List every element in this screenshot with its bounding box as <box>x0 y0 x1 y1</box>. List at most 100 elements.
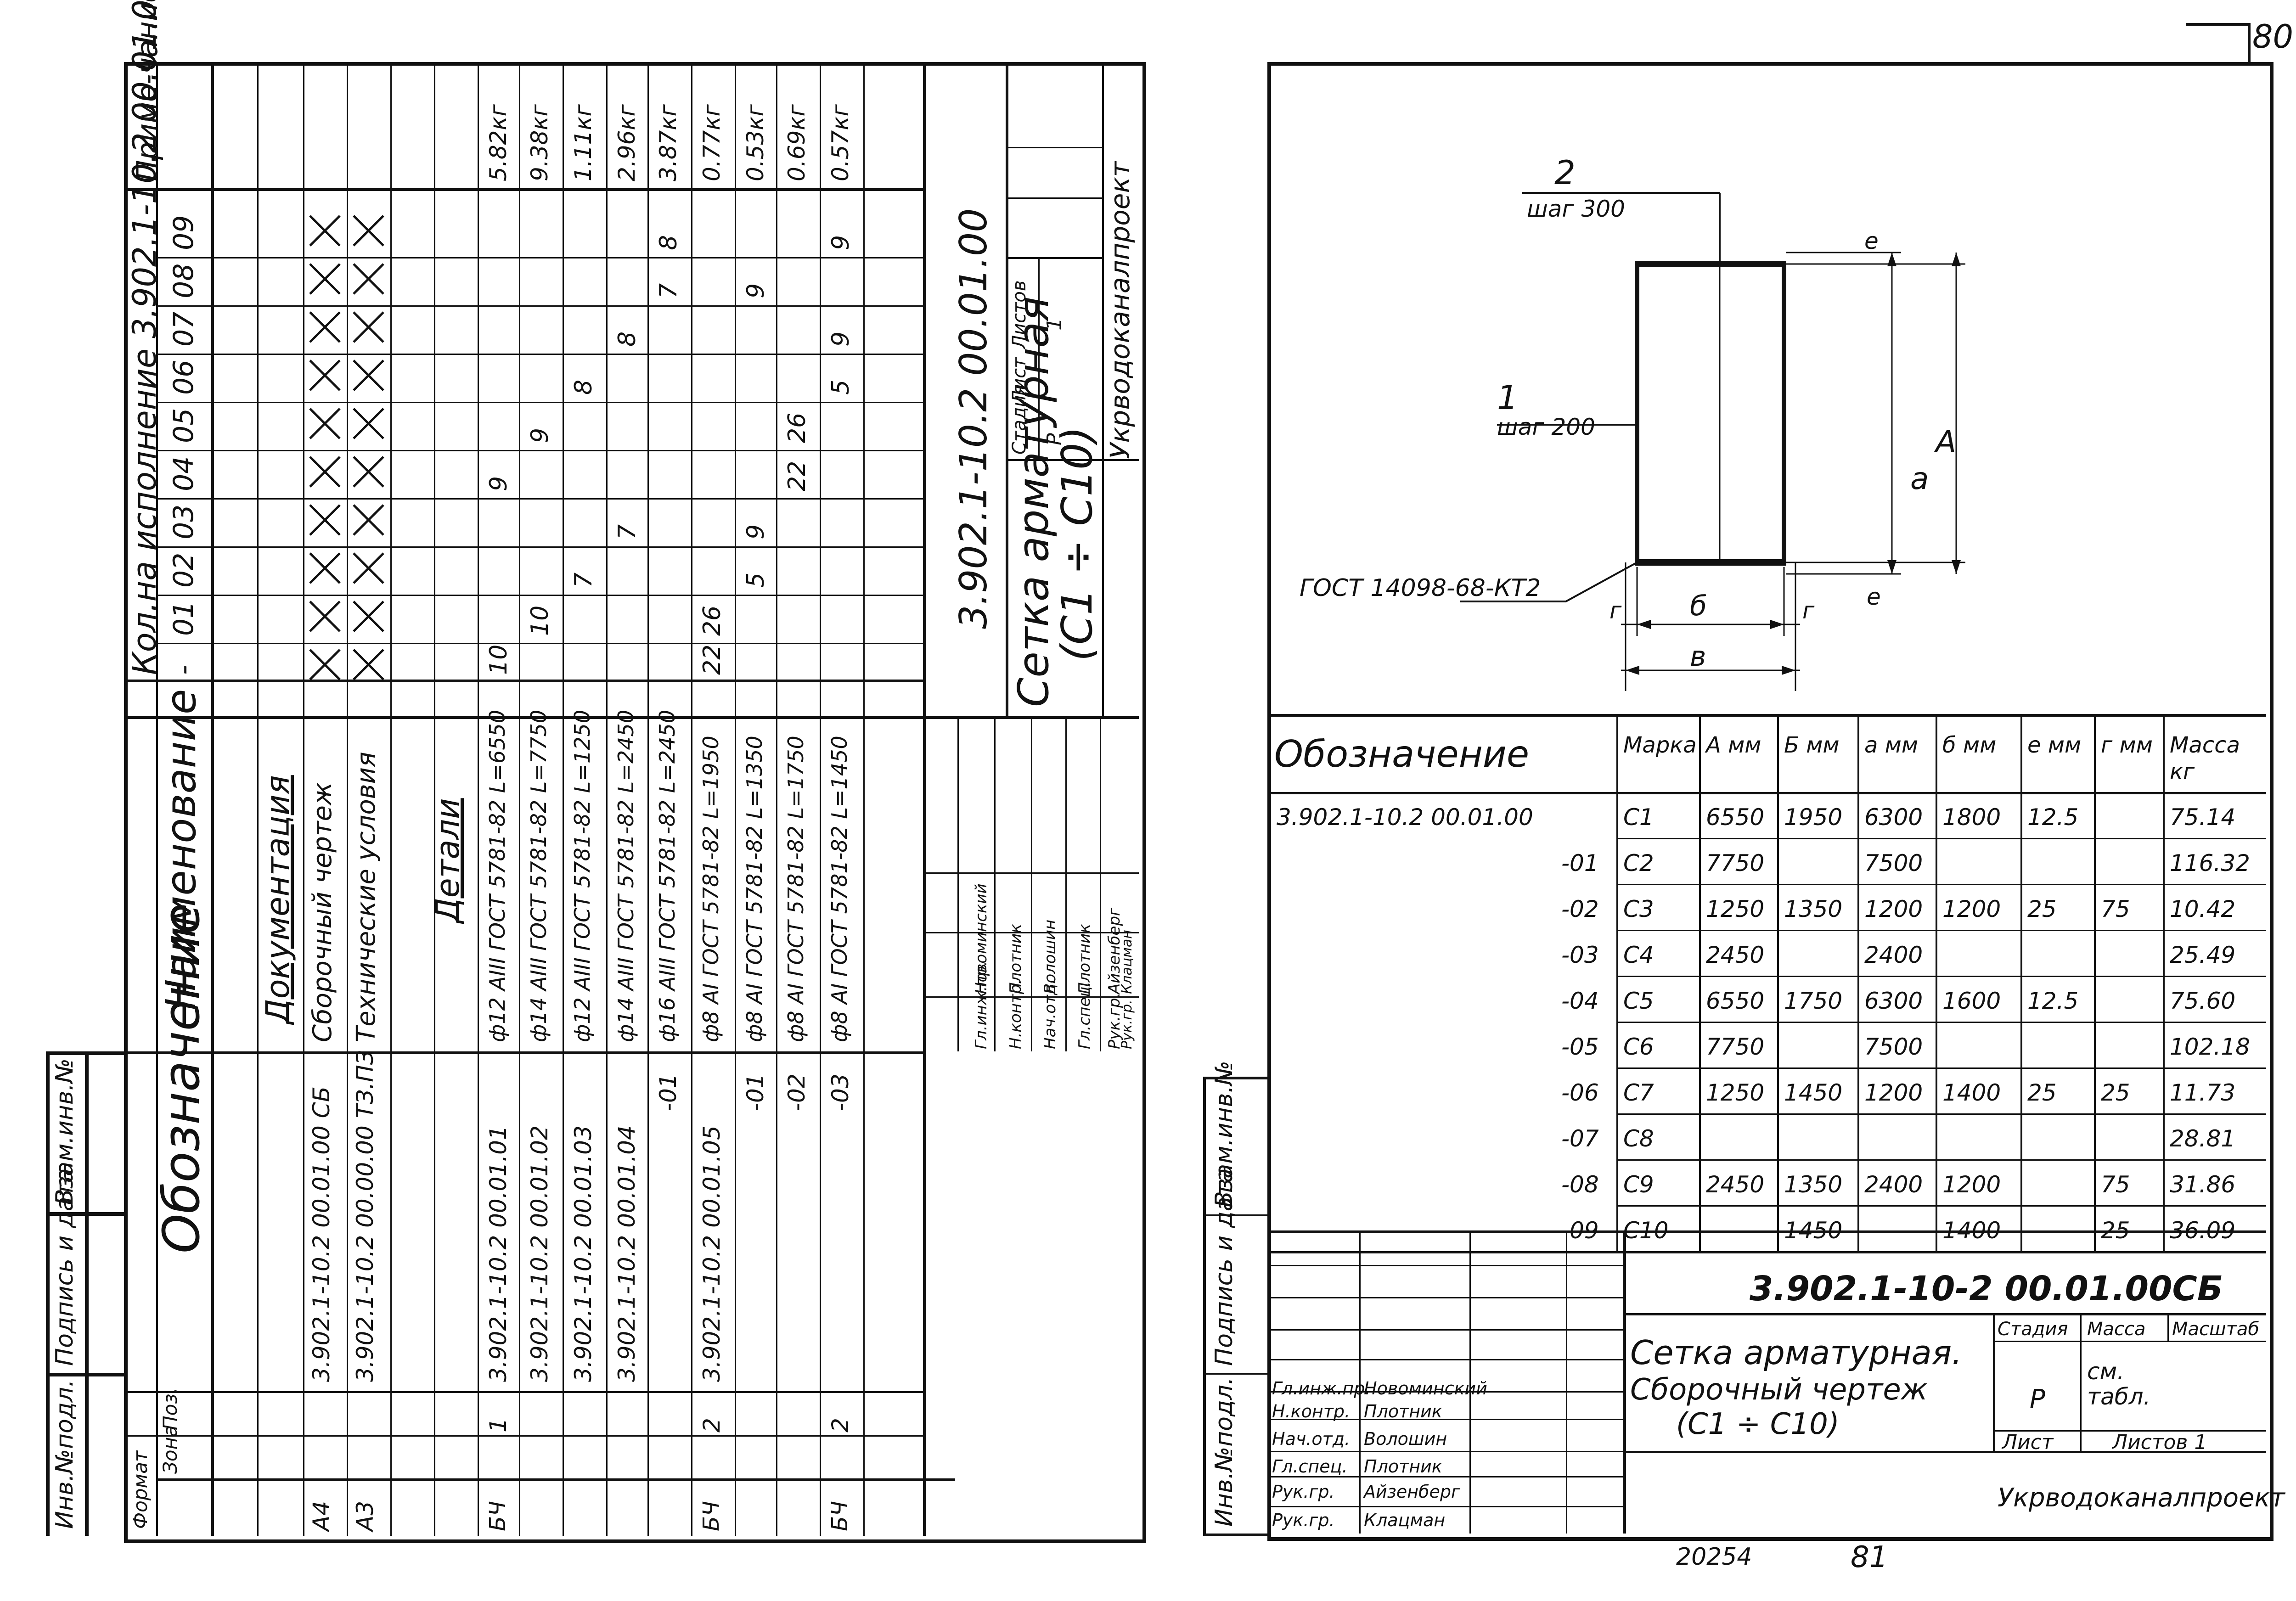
table-cell-designation: -08 <box>1561 1171 1599 1198</box>
variant-header: 03 <box>168 504 200 539</box>
table-cell-mark: С5 <box>1623 988 1654 1014</box>
table-cell-mass: 10.42 <box>2170 896 2236 922</box>
draw-signer-name: Новоминский <box>1364 1378 1487 1399</box>
table-cell-A: 6550 <box>1706 804 1765 831</box>
spec-signer-name: Плотник <box>1075 924 1094 994</box>
part-qty: 9 <box>742 283 770 298</box>
part-qty: 8 <box>655 235 682 250</box>
part-name: ф8 АI ГОСТ 5781-82 L=1450 <box>827 736 852 1042</box>
spec-header-note: Приме-чание <box>130 0 164 181</box>
spec-header-pos: Поз. <box>159 1388 181 1430</box>
draw-org: Укрводоканалпроект <box>1998 1483 2285 1513</box>
section-docs: Документация <box>259 775 297 1024</box>
part-designation: -01 <box>742 1073 769 1111</box>
part-qty: 22 <box>698 644 726 675</box>
table-cell-A: 7750 <box>1706 1034 1765 1060</box>
variant-header: 02 <box>168 552 200 588</box>
part-designation: -02 <box>783 1073 810 1111</box>
table-cell-designation: -04 <box>1561 988 1599 1014</box>
table-cell-e: 25 <box>2027 896 2057 922</box>
part-qty: 9 <box>827 331 855 347</box>
part-qty: 9 <box>485 476 512 491</box>
table-cell-mass: 11.73 <box>2170 1079 2236 1106</box>
variant-header: 01 <box>168 601 200 636</box>
doc-designation: 3.902.1-10.2 00.00.00 ТЗ.ПЗ <box>352 1050 378 1382</box>
draw-mass: см. табл. <box>2087 1358 2151 1410</box>
part-pos: 1 <box>485 1418 512 1432</box>
draw-signer-role: Гл.спец. <box>1272 1456 1348 1477</box>
pos1-label: 1 <box>1497 378 1518 417</box>
table-cell-mark: С1 <box>1623 804 1654 831</box>
variant-header: 08 <box>168 263 200 298</box>
table-cell-mark: С8 <box>1623 1125 1654 1152</box>
table-cell-A: 2450 <box>1706 1171 1765 1198</box>
spec-org: Укрводоканалпроект <box>1104 161 1136 459</box>
table-cell-mass: 102.18 <box>2170 1034 2250 1060</box>
spec-signer-name: Волошин <box>1041 919 1059 994</box>
side-label-replace-2: Взам.инв.№ <box>1210 1061 1238 1208</box>
part-designation: -01 <box>655 1073 681 1111</box>
table-cell-mark: С4 <box>1623 942 1654 968</box>
table-cell-mass: 25.49 <box>2170 942 2236 968</box>
table-cell-mass: 75.14 <box>2170 804 2236 831</box>
part-name: ф12 АIII ГОСТ 5781-82 L=6550 <box>485 709 510 1042</box>
side-label-inv-2: Инв.№подл. <box>1210 1377 1238 1527</box>
spec-sheet-label: Лист <box>1009 357 1030 404</box>
variant-header: 06 <box>168 360 200 395</box>
draw-signer-name: Плотник <box>1364 1401 1442 1421</box>
spec-signer-name: Клацман <box>1119 930 1135 994</box>
spec-sheets-label: Листов <box>1009 280 1030 349</box>
doc-format: А3 <box>352 1500 378 1531</box>
part-designation: -03 <box>827 1073 854 1111</box>
table-cell-A: 1250 <box>1706 1079 1765 1106</box>
part-qty: 9 <box>827 235 855 250</box>
doc-name: Технические условия <box>351 752 381 1042</box>
draw-title-2: Сборочный чертеж <box>1630 1373 1928 1407</box>
variant-header: 09 <box>168 215 200 250</box>
part-qty: 7 <box>655 283 682 298</box>
part-qty: 22 <box>783 461 811 491</box>
table-header: е мм <box>2027 732 2082 758</box>
part-pos: 2 <box>698 1418 725 1432</box>
table-cell-g: 25 <box>2101 1079 2130 1106</box>
part-designation: 3.902.1-10.2 00.01.03 <box>570 1125 597 1382</box>
spec-header-format: Формат <box>129 1450 152 1529</box>
table-cell-designation: -07 <box>1561 1125 1599 1152</box>
table-cell-designation: -01 <box>1561 850 1599 876</box>
table-cell-mark: С2 <box>1623 850 1654 876</box>
spec-title-2: (С1 ÷ С10) <box>1052 426 1102 661</box>
dim-a-label: а <box>1910 461 1929 496</box>
table-cell-b: 1200 <box>1942 1171 2001 1198</box>
draw-signer-name: Клацман <box>1364 1510 1446 1530</box>
part-name: ф8 АI ГОСТ 5781-82 L=1350 <box>742 736 767 1042</box>
spec-header-zone: Зона <box>159 1425 181 1474</box>
table-cell-e: 25 <box>2027 1079 2057 1106</box>
draw-title-3: (С1 ÷ С10) <box>1676 1407 1840 1441</box>
part-qty: 7 <box>613 524 641 539</box>
dim-v-label: в <box>1690 640 1706 673</box>
table-cell-B: 1950 <box>1784 804 1843 831</box>
dim-A-label: А <box>1936 424 1957 460</box>
table-cell-designation: 3.902.1-10.2 00.01.00 <box>1277 804 1533 831</box>
dim-g-label: г <box>1609 597 1622 624</box>
table-cell-g: 75 <box>2101 896 2130 922</box>
part-note: 9.38кг <box>526 104 553 181</box>
corner-number: 80 <box>2252 18 2294 56</box>
part-qty: 9 <box>742 524 770 539</box>
part-note: 3.87кг <box>655 104 681 181</box>
part-qty: 10 <box>485 644 512 675</box>
spec-signer-name: Новоминский <box>972 883 990 994</box>
draw-signer-name: Волошин <box>1364 1429 1447 1449</box>
table-cell-B: 1750 <box>1784 988 1843 1014</box>
part-qty: 9 <box>526 427 554 443</box>
part-qty: 5 <box>827 379 855 395</box>
page-number: 81 <box>1851 1540 1888 1574</box>
part-note: 2.96кг <box>613 104 640 181</box>
part-qty: 26 <box>783 412 811 443</box>
part-name: ф14 АIII ГОСТ 5781-82 L=7750 <box>526 709 551 1042</box>
doc-marks <box>309 215 384 680</box>
table-cell-B: 1450 <box>1784 1079 1843 1106</box>
table-cell-mass: 31.86 <box>2170 1171 2236 1198</box>
part-qty: 8 <box>570 379 597 395</box>
dim-b-label: б <box>1690 590 1707 622</box>
